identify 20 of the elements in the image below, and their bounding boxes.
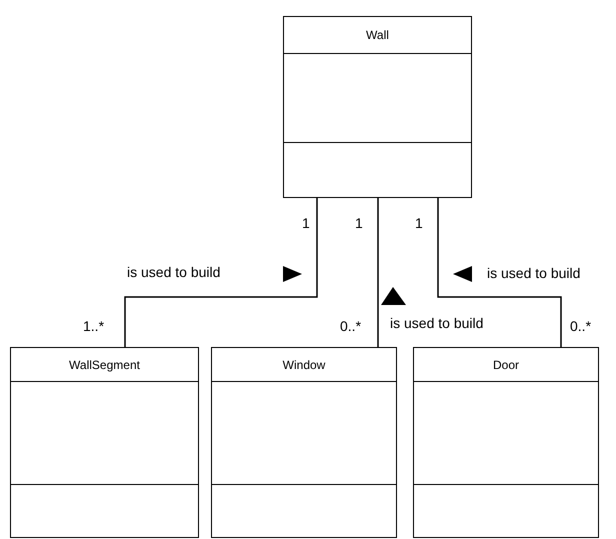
class-box	[413, 347, 599, 538]
multiplicity-label: 1..*	[83, 319, 104, 333]
multiplicity-label: 1	[302, 216, 310, 230]
class-name: Wall	[366, 28, 389, 42]
class-box	[283, 16, 472, 198]
association-line	[377, 198, 379, 347]
class-name: Door	[492, 358, 519, 372]
multiplicity-label: 0..*	[340, 319, 362, 333]
multiplicity-label: 0..*	[570, 319, 592, 333]
edge-label: is used to build	[390, 316, 484, 330]
multiplicity-label: 1	[415, 216, 423, 230]
association-line	[124, 198, 318, 347]
class-box	[10, 347, 199, 538]
class-name: Window	[282, 358, 326, 372]
edge-label: is used to build	[487, 266, 580, 280]
class-name: WallSegment	[69, 358, 140, 372]
association-line	[437, 198, 562, 347]
edge-label: is used to build	[127, 265, 220, 279]
class-box	[211, 347, 397, 538]
multiplicity-label: 1	[355, 216, 363, 230]
